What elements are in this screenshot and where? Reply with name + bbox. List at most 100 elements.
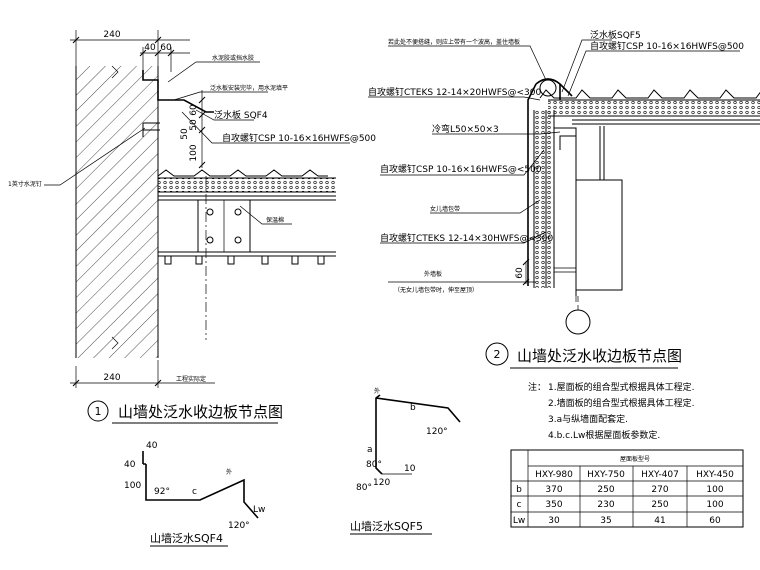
table-col-3: HXY-407 <box>641 470 679 480</box>
table-row-label-b: b <box>516 485 522 495</box>
dim-bottom-total: 240 <box>103 373 120 383</box>
notes-label: 注： <box>528 381 546 393</box>
flashing-profile <box>142 70 214 113</box>
note-item-1: 1.屋面板的组合型式根据具体工程定. <box>548 381 694 393</box>
roof-panel-1 <box>157 169 336 201</box>
wall-break-marks <box>111 65 119 350</box>
vertical-dimensions: 60 50 50 100 <box>180 90 206 169</box>
table-cell: 370 <box>545 485 562 495</box>
general-notes: 注： 1.屋面板的组合型式根据具体工程定. 2.墙面板的组合型式根据具体工程定.… <box>528 381 694 441</box>
sqf4-angle-120: 120° <box>228 521 250 531</box>
note-wall-panel: 外墙板 <box>424 270 442 278</box>
note-flashing-sqf5: 泛水板SQF5 <box>590 29 641 41</box>
detail-1-notes: 水泥胶或挡水胶 泛水板安装完毕，用水泥填平 泛水板 SQF4 自攻螺钉CSP 1… <box>8 54 376 225</box>
detail-2-number: 2 <box>494 348 501 361</box>
sqf5-angle-80a: 80° <box>366 460 382 470</box>
dim-top-total: 240 <box>103 30 120 40</box>
detail-2-title: 2 山墙处泛水收边板节点图 <box>485 342 682 369</box>
detail-1-number: 1 <box>95 405 102 418</box>
sqf5-label-wai: 外 <box>374 387 380 395</box>
top-dimensions: 240 40 60 <box>70 30 190 72</box>
table-border <box>510 449 744 528</box>
sqf4-dim-40a: 40 <box>146 441 158 451</box>
sqf4-shape <box>142 451 259 519</box>
note-item-4: 4.b.c.Lw根据屋面板参数定. <box>548 429 660 441</box>
table-col-4: HXY-450 <box>696 470 734 480</box>
detail-1-title-text: 山墙处泛水收边板节点图 <box>118 403 283 421</box>
bottom-dimension: 240 工程实际定 <box>70 360 215 388</box>
table-grid <box>511 450 743 527</box>
note-site: 工程实际定 <box>176 375 206 383</box>
sqf5-angle-80b: 80° <box>356 483 372 493</box>
note-screw-top: 自攻螺钉CSP 10-16×16HWFS@500 <box>590 40 744 52</box>
purlin <box>158 199 336 265</box>
table-cell: 350 <box>545 500 562 510</box>
dim-v-100: 100 <box>189 144 199 161</box>
parameter-table: 屋面板型号 HXY-980 HXY-750 HXY-407 HXY-450 b … <box>510 449 744 528</box>
concrete-wall <box>76 66 158 358</box>
sqf5-dim-120: 120 <box>373 478 390 488</box>
note-screw: 自攻螺钉CSP 10-16×16HWFS@500 <box>222 132 376 144</box>
ridge-detail-circle <box>539 79 557 97</box>
note-nail: 1英寸水泥钉 <box>8 180 42 188</box>
table-cell: 100 <box>706 500 723 510</box>
table-cell: 270 <box>651 485 668 495</box>
note-csp: 自攻螺钉CSP 10-16×16HWFS@<500 <box>380 163 542 175</box>
table-col-1: HXY-980 <box>535 470 573 480</box>
detail-2: 60 若此处不便搭缝，则应上带有一个波高，盖住墙板 泛水板SQF5 自攻螺钉CS… <box>368 29 760 369</box>
dim-top-a: 40 <box>144 43 156 53</box>
note-flashing-fix: 泛水板安装完毕，用水泥填平 <box>210 84 288 92</box>
note-item-2: 2.墙面板的组合型式根据具体工程定. <box>548 397 694 409</box>
flashing-sqf5 <box>527 78 573 286</box>
detail-2-dim-60: 60 <box>515 267 525 279</box>
sqf4-label-lw: Lw <box>253 505 265 515</box>
note-top: 若此处不便搭缝，则应上带有一个波高，盖住墙板 <box>388 38 520 46</box>
detail-1-title: 1 山墙处泛水收边板节点图 <box>87 400 283 424</box>
sqf5-label-b: b <box>410 403 416 413</box>
fixing-nail <box>142 122 160 137</box>
note-insulation: 保温棉 <box>266 216 284 224</box>
sqf4-dim-100: 100 <box>124 481 141 491</box>
table-col-2: HXY-750 <box>587 470 625 480</box>
table-cell: 30 <box>548 516 560 526</box>
table-cell: 60 <box>709 516 721 526</box>
axis-bubble <box>565 309 591 335</box>
dim-v-50b: 50 <box>180 128 190 140</box>
sqf5-profile: 外 b a 120° 80° 80° 10 120 山墙泛水SQF5 <box>350 387 461 535</box>
detail-2-notes: 若此处不便搭缝，则应上带有一个波高，盖住墙板 泛水板SQF5 自攻螺钉CSP 1… <box>368 29 744 294</box>
table-row-label-c: c <box>517 500 522 510</box>
note-cteks-1: 自攻螺钉CTEKS 12-14×20HWFS@<300 <box>368 86 541 98</box>
note-wall-sub: （无女儿墙包带时，伸至屋顶） <box>394 286 478 294</box>
wall-panel-insulation <box>534 110 554 288</box>
detail-2-title-text: 山墙处泛水收边板节点图 <box>517 347 682 365</box>
sqf5-title: 山墙泛水SQF5 <box>350 519 423 533</box>
note-item-3: 3.a与纵墙面配套定. <box>548 413 628 425</box>
sqf5-dim-10: 10 <box>404 464 416 474</box>
wall-edges <box>75 66 159 358</box>
sqf5-label-a: a <box>367 445 373 455</box>
roof-panel-2 <box>539 89 760 125</box>
sqf4-title: 山墙泛水SQF4 <box>150 531 223 545</box>
note-cteks-2: 自攻螺钉CTEKS 12-14×30HWFS@<300 <box>380 232 553 244</box>
sqf4-label-wai: 外 <box>226 468 232 476</box>
table-cell: 41 <box>654 516 665 526</box>
sqf4-label-c: c <box>192 487 197 497</box>
table-row-label-lw: Lw <box>513 516 525 526</box>
dim-v-60: 60 <box>189 104 199 116</box>
note-flashing: 泛水板 SQF4 <box>214 109 268 121</box>
note-angle-l50: 冷弯L50×50×3 <box>432 123 499 135</box>
angle-l50 <box>554 127 577 150</box>
wall-panel-lines <box>533 110 555 288</box>
dim-top-b: 60 <box>160 43 172 53</box>
table-cell: 230 <box>597 500 614 510</box>
table-header-group: 屋面板型号 <box>620 455 650 463</box>
detail-1: 240 40 60 60 50 50 100 <box>8 30 376 424</box>
sqf4-profile: 40 40 100 92° c 外 Lw 120° 山墙泛水SQF4 <box>124 441 265 547</box>
table-cell: 35 <box>600 516 611 526</box>
table-cell: 100 <box>706 485 723 495</box>
table-cell: 250 <box>597 485 614 495</box>
sqf4-angle-92: 92° <box>154 487 170 497</box>
sqf4-dim-40b: 40 <box>124 460 136 470</box>
column-block <box>575 179 623 291</box>
